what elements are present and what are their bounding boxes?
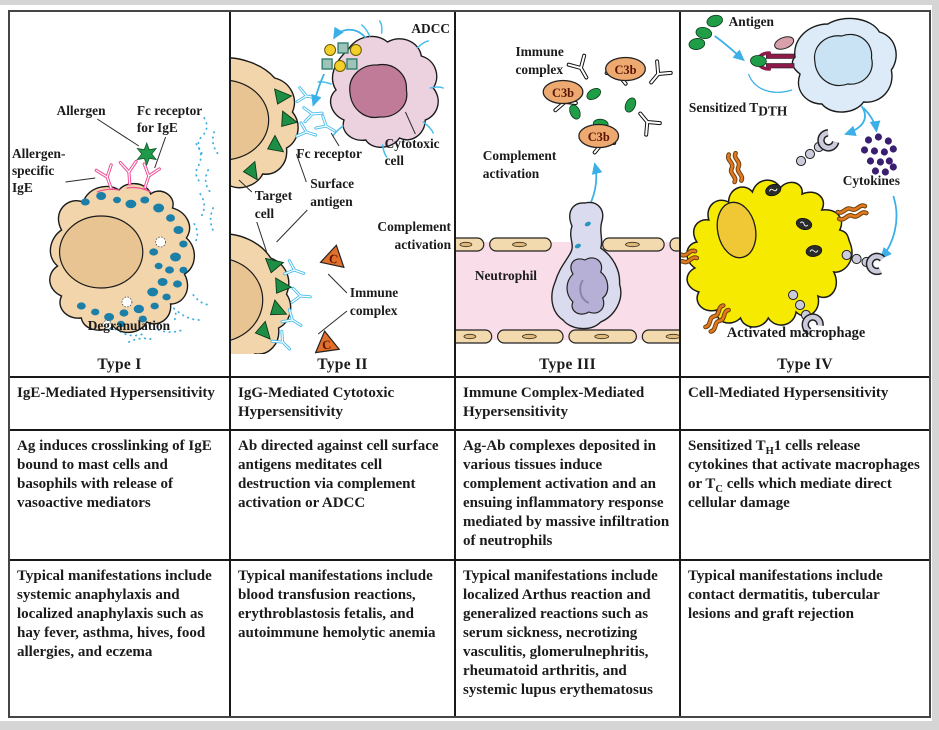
t-cell [791, 17, 897, 113]
surface-antigen-label-line1: Surface [310, 176, 354, 191]
hypersensitivity-table: Allergen Fc receptor for IgE Allergen- s… [8, 10, 931, 718]
cytotoxic-label-line2: cell [385, 153, 405, 168]
degranulation-speckles [98, 117, 219, 343]
neutrophil-label: Neutrophil [475, 268, 537, 283]
type4-manifestations-cell: Typical manifestations include contact d… [688, 568, 883, 623]
allergen-icon [136, 141, 158, 167]
bead-receptor-top [795, 129, 840, 167]
cytokine-dots [860, 133, 897, 176]
type1-diagram-cell: Allergen Fc receptor for IgE Allergen- s… [10, 12, 231, 378]
type4-caption: Type IV [777, 356, 833, 373]
type1-diagram: Allergen Fc receptor for IgE Allergen- s… [12, 103, 219, 343]
target-cell-label-line2: cell [255, 206, 275, 221]
fc-receptor-label-line2: for IgE [137, 120, 178, 135]
page-edge-right [932, 0, 939, 730]
svg-text:C3b: C3b [588, 130, 610, 144]
complement-activation-label-line1: Complement [483, 148, 557, 163]
type3-mechanism-cell: Ag-Ab complexes deposited in various tis… [456, 431, 681, 561]
type4-diagram-cell: Antigen Sensitized TDTH Cytokines Activa… [681, 12, 929, 378]
type3-title-cell: Immune Complex-Mediated Hypersensitivity [456, 378, 681, 431]
svg-text:C: C [328, 251, 340, 267]
page-edge-bottom [0, 721, 939, 730]
bound-antigen-oval [750, 55, 767, 67]
complement-triangle-2: C [314, 329, 341, 354]
type3-diagram-cell: C3b C3b C3b [456, 12, 681, 378]
type2-caption: Type II [317, 356, 368, 373]
page-edge-top [0, 0, 939, 5]
complement-activation-label-line2: activation [395, 237, 452, 252]
immune-complex-label-line1: Immune [350, 285, 398, 300]
type2-labels: ADCC Fc receptor Cytotoxic cell Surface … [238, 21, 452, 335]
complement-activation-label-line2: activation [483, 166, 540, 181]
macrophage-granule [765, 183, 782, 197]
adcc-label: ADCC [411, 21, 450, 36]
c3b-badge-2: C3b [542, 79, 584, 105]
type3-manifestations-cell: Typical manifestations include localized… [456, 561, 681, 716]
complement-triangle-1: C [319, 244, 345, 269]
type4-mechanism-cell: Sensitized TH1 cells release cytokines t… [681, 431, 929, 561]
allergen-specific-label-line1: Allergen- [12, 146, 65, 161]
immune-complex-label-line2: complex [350, 303, 398, 318]
target-cell-label-line1: Target [255, 188, 293, 203]
cytokines-label: Cytokines [843, 173, 900, 188]
type4-diagram: Antigen Sensitized TDTH Cytokines Activa… [681, 14, 900, 341]
type1-labels: Allergen Fc receptor for IgE Allergen- s… [12, 103, 202, 333]
immune-complex-label-line2: complex [515, 62, 563, 77]
endothelium-top-row [456, 237, 679, 252]
allergen-specific-label-line2: specific [12, 163, 54, 178]
type1-mechanism-cell: Ag induces crosslinking of IgE bound to … [10, 431, 231, 561]
type2-manifestations-cell: Typical manifestations include blood tra… [231, 561, 456, 716]
sensitized-tdth-label: Sensitized TDTH [689, 100, 788, 119]
type2-diagram: C C ADCC Fc receptor Cytotoxic cell Surf… [231, 20, 452, 354]
svg-text:C3b: C3b [552, 86, 574, 100]
ige-antibody-icons [94, 159, 161, 193]
type2-mechanism-cell: Ab directed against cell surface antigen… [231, 431, 456, 561]
fc-receptor-label: Fc receptor [296, 146, 362, 161]
target-cell-2 [231, 233, 293, 354]
antigen-label: Antigen [729, 14, 775, 29]
type3-labels: Immune complex Complement activation Neu… [475, 44, 564, 283]
macrophage-granule [805, 245, 823, 257]
neutrophil-cell [551, 201, 622, 330]
svg-text:C: C [321, 337, 332, 352]
granule-burst [321, 42, 362, 72]
type4-labels: Antigen Sensitized TDTH Cytokines Activa… [689, 14, 900, 341]
degranulation-label: Degranulation [88, 318, 171, 333]
cytotoxic-label-line1: Cytotoxic [385, 136, 440, 151]
fc-receptor-label-line1: Fc receptor [137, 103, 202, 118]
bead-receptor-bottom [788, 289, 824, 335]
cytotoxic-cell-cilia [317, 20, 444, 158]
type4-arrows [714, 35, 898, 260]
immune-complex-label-line1: Immune [515, 44, 563, 59]
activated-macrophage-label: Activated macrophage [727, 325, 866, 341]
surface-antigen-label-line2: antigen [310, 194, 353, 209]
type2-diagram-cell: C C ADCC Fc receptor Cytotoxic cell Surf… [231, 12, 456, 378]
target-cell-1 [231, 57, 300, 189]
type4-title-cell: Cell-Mediated Hypersensitivity [681, 378, 929, 431]
type2-title-cell: IgG-Mediated Cytotoxic Hypersensitivity [231, 378, 456, 431]
allergen-label: Allergen [57, 103, 107, 118]
mast-cell [49, 183, 196, 333]
macrophage-cell [681, 129, 886, 335]
endothelium-bottom-row [456, 329, 679, 344]
type1-manifestations-cell: Typical manifestations include systemic … [10, 561, 231, 716]
accessory-molecule-icon [774, 36, 795, 50]
mast-cell-granules [76, 192, 188, 330]
type3-diagram: C3b C3b C3b [456, 44, 679, 344]
bead-receptor-right [841, 249, 886, 276]
type2-arrows [311, 26, 367, 107]
c3b-badge-1: C3b [605, 56, 646, 82]
antigen-ovals [688, 14, 723, 50]
type1-caption: Type I [97, 356, 142, 373]
c3b-badge-3: C3b [578, 123, 620, 149]
complement-activation-label-line1: Complement [377, 219, 451, 234]
type3-caption: Type III [539, 356, 596, 373]
type1-title-cell: IgE-Mediated Hypersensitivity [10, 378, 231, 431]
svg-text:C3b: C3b [614, 63, 636, 77]
macrophage-granule [795, 217, 813, 231]
allergen-specific-label-line3: IgE [12, 180, 33, 195]
